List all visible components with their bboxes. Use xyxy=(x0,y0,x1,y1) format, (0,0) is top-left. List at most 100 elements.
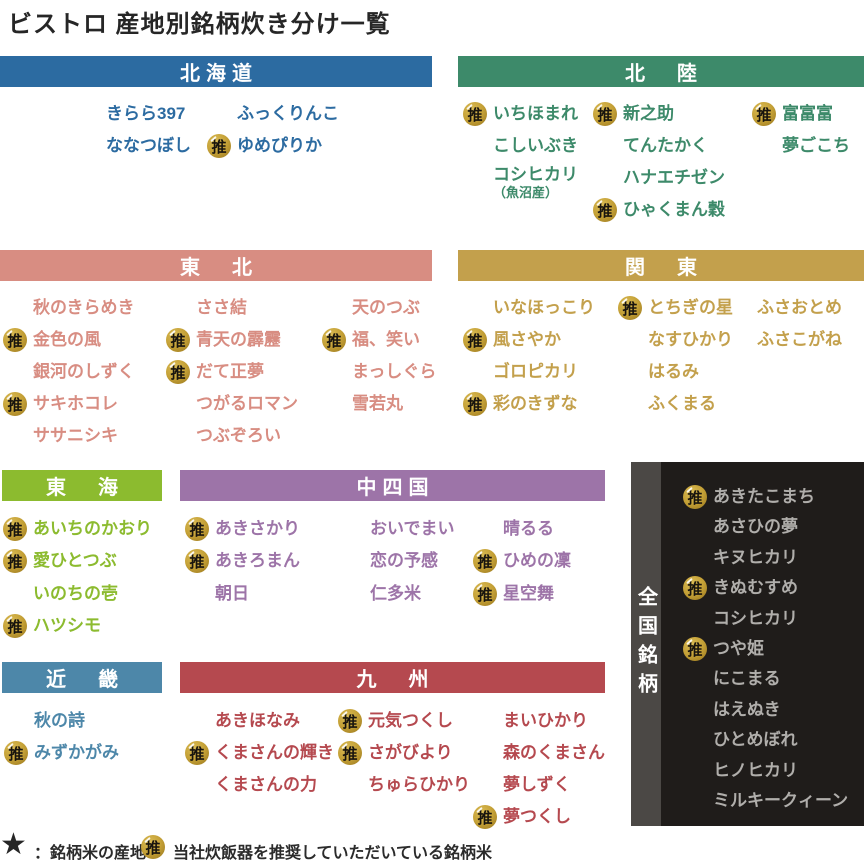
rice-name: きらら397 xyxy=(106,104,186,123)
rice-item: 推ふさおとめ xyxy=(727,295,842,321)
rice-item: 推にこまる xyxy=(683,666,781,692)
rice-item: 推ちゅらひかり xyxy=(338,772,470,798)
rice-item: 推あさひの夢 xyxy=(683,514,798,540)
rice-name: コシヒカリ xyxy=(713,609,798,628)
rice-item: 推秋のきらめき xyxy=(3,295,135,321)
recommended-badge-icon: 推 xyxy=(207,134,231,158)
rice-item: 推新之助 xyxy=(593,101,674,127)
recommended-badge-icon: 推 xyxy=(752,102,776,126)
rice-name: はえぬき xyxy=(713,700,781,719)
rice-item: 推ゴロピカリ xyxy=(463,359,578,385)
rice-name: 天のつぶ xyxy=(352,298,420,317)
rice-item: 推ハツシモ xyxy=(3,613,101,639)
rice-name: てんたかく xyxy=(623,136,708,155)
rice-item: 推夢ごこち xyxy=(752,133,850,159)
rice-name: くまさんの輝き xyxy=(215,743,334,762)
rice-item: 推あいちのかおり xyxy=(3,516,152,542)
recommended-badge-icon: 推 xyxy=(322,328,346,352)
rice-name: 星空舞 xyxy=(503,584,554,603)
rice-name: つぶぞろい xyxy=(196,426,281,445)
rice-item: 推だて正夢 xyxy=(166,359,264,385)
region-header-hokkaido: 北海道 xyxy=(0,56,432,87)
rice-name: 銀河のしずく xyxy=(33,362,135,381)
rice-item: 推なすひかり xyxy=(618,327,733,353)
recommended-badge-icon: 推 xyxy=(185,549,209,573)
rice-name: ひゃくまん穀 xyxy=(623,200,725,219)
rice-name: 元気つくし xyxy=(368,711,453,730)
recommended-badge-icon: 推 xyxy=(618,296,642,320)
region-header-kanto: 関 東 xyxy=(458,250,864,281)
rice-name: こしいぶき xyxy=(493,136,578,155)
rice-name: なすひかり xyxy=(648,330,733,349)
rice-name: ひとめぼれ xyxy=(713,730,798,749)
rice-item: 推天のつぶ xyxy=(322,295,420,321)
rice-name: ななつぼし xyxy=(106,136,191,155)
rice-name: サキホコレ xyxy=(33,394,118,413)
rice-item: 推みずかがみ xyxy=(4,740,119,766)
rice-item: 推ひゃくまん穀 xyxy=(593,197,725,223)
recommended-badge-icon: 推 xyxy=(185,517,209,541)
region-title: 北海道 xyxy=(180,63,258,85)
rice-item: 推彩のきずな xyxy=(463,391,578,417)
rice-item: 推サキホコレ xyxy=(3,391,118,417)
rice-name: 秋の詩 xyxy=(34,711,85,730)
rice-name: 金色の風 xyxy=(33,330,101,349)
rice-item: 推きぬむすめ xyxy=(683,575,798,601)
rice-name: いなほっこり xyxy=(493,298,595,317)
rice-item: 推つや姫 xyxy=(683,636,764,662)
rice-name: いちほまれ xyxy=(493,104,578,123)
rice-item: 推ささ結 xyxy=(166,295,247,321)
recommended-badge-icon: 推 xyxy=(166,360,190,384)
rice-name: 愛ひとつぶ xyxy=(33,551,117,570)
rice-item: 推こしいぶき xyxy=(463,133,578,159)
rice-item: 推キヌヒカリ xyxy=(683,545,798,571)
rice-item: 推てんたかく xyxy=(593,133,708,159)
rice-item: 推風さやか xyxy=(463,327,561,353)
rice-item: 推まいひかり xyxy=(473,708,588,734)
rice-item: 推あきろまん xyxy=(185,548,300,574)
rice-name: コシヒカリ（魚沼産） xyxy=(493,165,578,200)
rice-name: 雪若丸 xyxy=(352,394,403,413)
national-brands-panel: 全国銘柄 推あきたこまち推あさひの夢推キヌヒカリ推きぬむすめ推コシヒカリ推つや姫… xyxy=(631,462,864,826)
region-header-hokuriku: 北 陸 xyxy=(458,56,864,87)
rice-name: いのちの壱 xyxy=(33,584,118,603)
recommended-badge-icon: 推 xyxy=(4,741,28,765)
rice-item: 推夢つくし xyxy=(473,804,571,830)
rice-name: 朝日 xyxy=(215,584,249,603)
rice-name: 福、笑い xyxy=(352,330,420,349)
rice-item: 推くまさんの輝き xyxy=(185,740,334,766)
recommended-badge-icon: 推 xyxy=(166,328,190,352)
rice-name: ハナエチゼン xyxy=(623,168,725,187)
region-header-tohoku: 東 北 xyxy=(0,250,432,281)
rice-item: 推朝日 xyxy=(185,581,249,607)
rice-item: 推おいでまい xyxy=(340,516,455,542)
rice-name: 秋のきらめき xyxy=(33,298,135,317)
recommended-badge-icon: 推 xyxy=(3,517,27,541)
rice-name: ふさこがね xyxy=(757,330,842,349)
rice-item: 推つぶぞろい xyxy=(166,423,281,449)
rice-name: 夢つくし xyxy=(503,807,571,826)
national-brands-title: 全国銘柄 xyxy=(634,586,657,702)
rice-item: 推ふくまる xyxy=(618,391,716,417)
rice-name: おいでまい xyxy=(370,519,455,538)
recommended-badge-icon: 推 xyxy=(141,835,165,859)
recommended-badge-icon: 推 xyxy=(3,549,27,573)
rice-name: ハツシモ xyxy=(33,616,101,635)
rice-item: 推くまさんの力 xyxy=(185,772,317,798)
region-title: 九 州 xyxy=(356,669,435,691)
recommended-badge-icon: 推 xyxy=(593,102,617,126)
rice-item: 推ななつぼし xyxy=(76,133,191,159)
rice-item: 推はるみ xyxy=(618,359,699,385)
rice-item: 推ふさこがね xyxy=(727,327,842,353)
rice-name: あきさかり xyxy=(215,519,300,538)
rice-item: 推まっしぐら xyxy=(322,359,436,385)
recommended-badge-icon: 推 xyxy=(3,614,27,638)
recommended-badge-icon: 推 xyxy=(473,582,497,606)
rice-name: あきろまん xyxy=(215,551,300,570)
rice-name: 森のくまさん xyxy=(503,743,605,762)
rice-item: 推富富富 xyxy=(752,101,833,127)
rice-item: 推森のくまさん xyxy=(473,740,605,766)
rice-item: 推いのちの壱 xyxy=(3,581,118,607)
rice-name: つや姫 xyxy=(713,639,764,658)
